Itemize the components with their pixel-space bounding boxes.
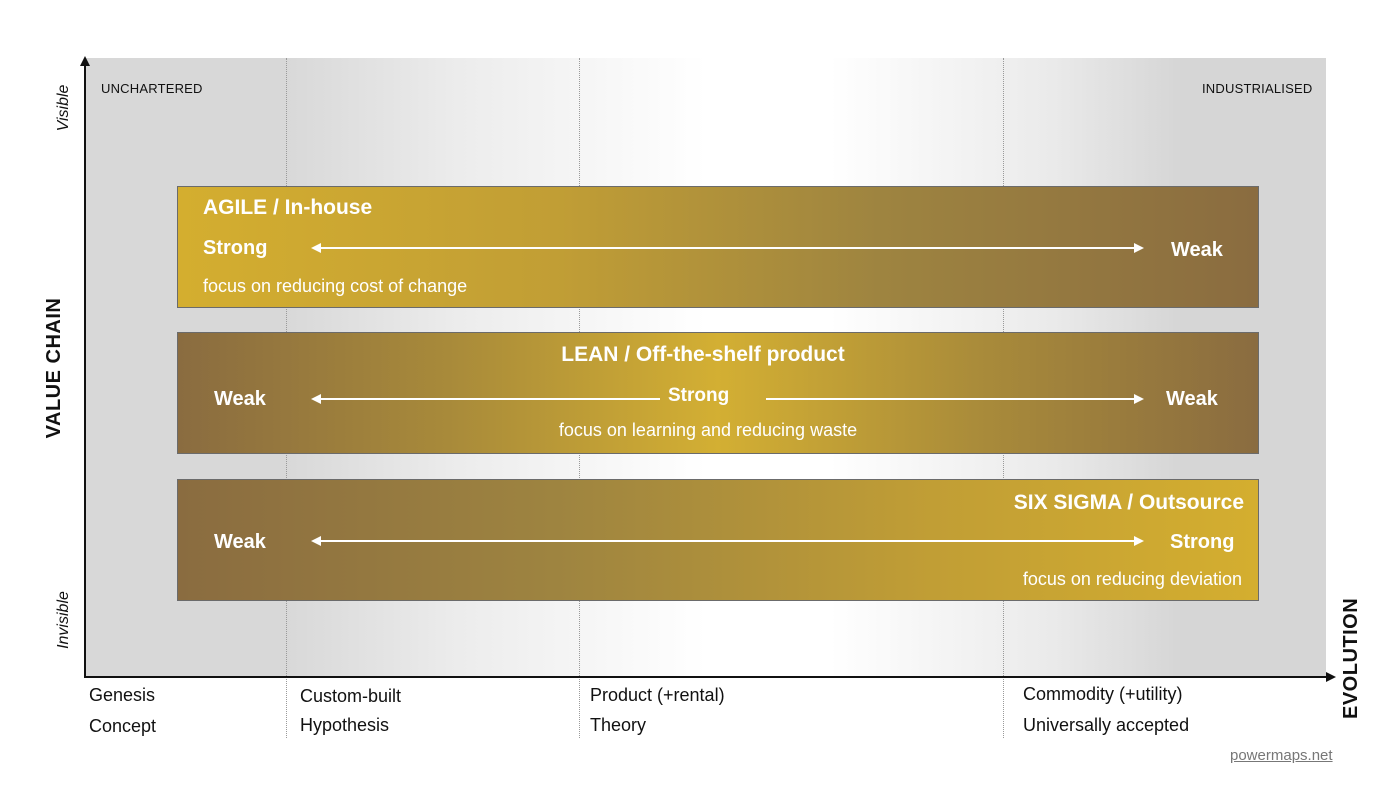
- band-lean-focus: focus on learning and reducing waste: [558, 420, 858, 440]
- band-agile-left-label: Strong: [203, 237, 268, 259]
- stage-commodity: Commodity (+utility): [1023, 684, 1183, 704]
- band-six-sigma: SIX SIGMA / Outsource Weak Strong focus …: [177, 479, 1259, 601]
- arrow-left-icon: [311, 536, 321, 546]
- y-axis-line: [84, 66, 86, 678]
- band-agile: AGILE / In-house Strong Weak focus on re…: [177, 186, 1259, 308]
- band-lean-title: LEAN / Off-the-shelf product: [561, 343, 845, 366]
- arrow-line: [318, 540, 1136, 542]
- band-six-sigma-title: SIX SIGMA / Outsource: [1013, 491, 1244, 514]
- band-lean-left-label: Weak: [214, 388, 266, 410]
- x-axis-line: [84, 676, 1328, 678]
- arrow-left-icon: [311, 243, 321, 253]
- credit-link[interactable]: powermaps.net: [1230, 747, 1333, 764]
- stage-product-sub: Theory: [590, 715, 647, 735]
- band-agile-focus: focus on reducing cost of change: [203, 276, 468, 296]
- stage-custom-built: Custom-built: [300, 686, 402, 706]
- stage-genesis-sub: Concept: [89, 716, 157, 736]
- arrow-right-icon: [1134, 243, 1144, 253]
- band-agile-right-label: Weak: [1171, 239, 1223, 261]
- band-six-sigma-right-label: Strong: [1170, 531, 1235, 553]
- band-six-sigma-focus: focus on reducing deviation: [1022, 569, 1242, 589]
- stage-commodity-sub: Universally accepted: [1023, 715, 1190, 735]
- band-lean-right-label: Weak: [1166, 388, 1218, 410]
- stage-genesis: Genesis: [89, 685, 156, 705]
- arrow-line-left: [318, 398, 660, 400]
- corner-label-industrialised: INDUSTRIALISED: [1202, 81, 1313, 96]
- corner-label-uncharted: UNCHARTERED: [101, 81, 203, 96]
- band-lean: LEAN / Off-the-shelf product Weak Strong…: [177, 332, 1259, 454]
- arrow-right-icon: [1134, 536, 1144, 546]
- arrow-left-icon: [311, 394, 321, 404]
- arrow-line: [318, 247, 1136, 249]
- arrow-right-icon: [1134, 394, 1144, 404]
- y-axis-bottom-label: Invisible: [55, 591, 72, 649]
- stage-custom-built-sub: Hypothesis: [300, 715, 390, 735]
- arrow-line-right: [766, 398, 1136, 400]
- band-agile-title: AGILE / In-house: [203, 196, 373, 219]
- y-axis-title: VALUE CHAIN: [43, 297, 65, 439]
- band-six-sigma-left-label: Weak: [214, 531, 266, 553]
- x-axis-title: EVOLUTION: [1340, 597, 1362, 719]
- y-axis-arrow-icon: [80, 56, 90, 66]
- band-lean-middle-label: Strong: [668, 385, 730, 406]
- y-axis-top-label: Visible: [55, 84, 72, 132]
- x-axis-arrow-icon: [1326, 672, 1336, 682]
- stage-product: Product (+rental): [590, 685, 725, 705]
